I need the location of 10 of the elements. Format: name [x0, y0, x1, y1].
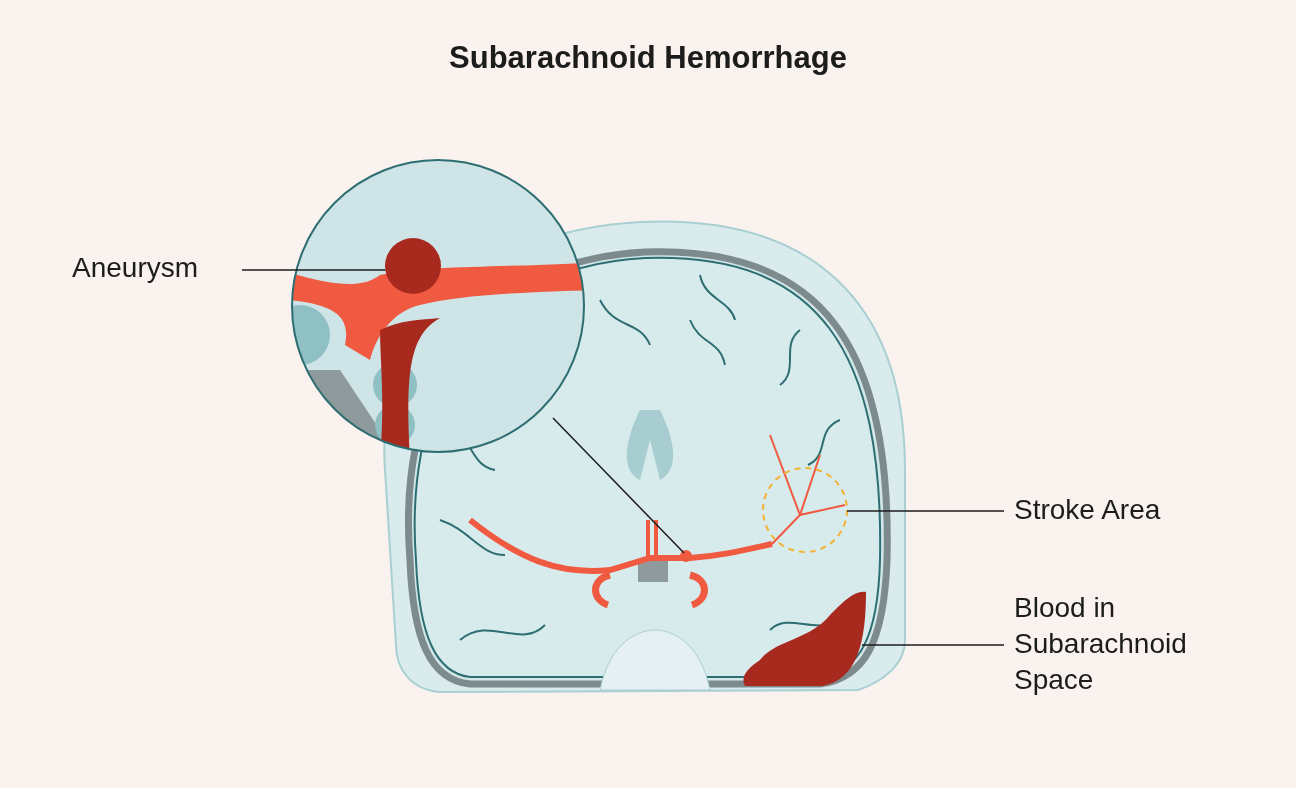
diagram-title: Subarachnoid Hemorrhage: [448, 40, 848, 76]
callout-label: Blood in Subarachnoid Space: [1014, 590, 1229, 698]
leader-line: [846, 510, 1005, 512]
aneurysm-bulge: [385, 238, 441, 294]
leader-line: [241, 269, 387, 271]
callout-label: Stroke Area: [1014, 492, 1214, 528]
callout-label: Aneurysm: [72, 250, 232, 286]
stroke-area-outline: [762, 467, 848, 553]
leader-line: [861, 644, 1005, 646]
subarachnoid-blood: [743, 591, 866, 686]
